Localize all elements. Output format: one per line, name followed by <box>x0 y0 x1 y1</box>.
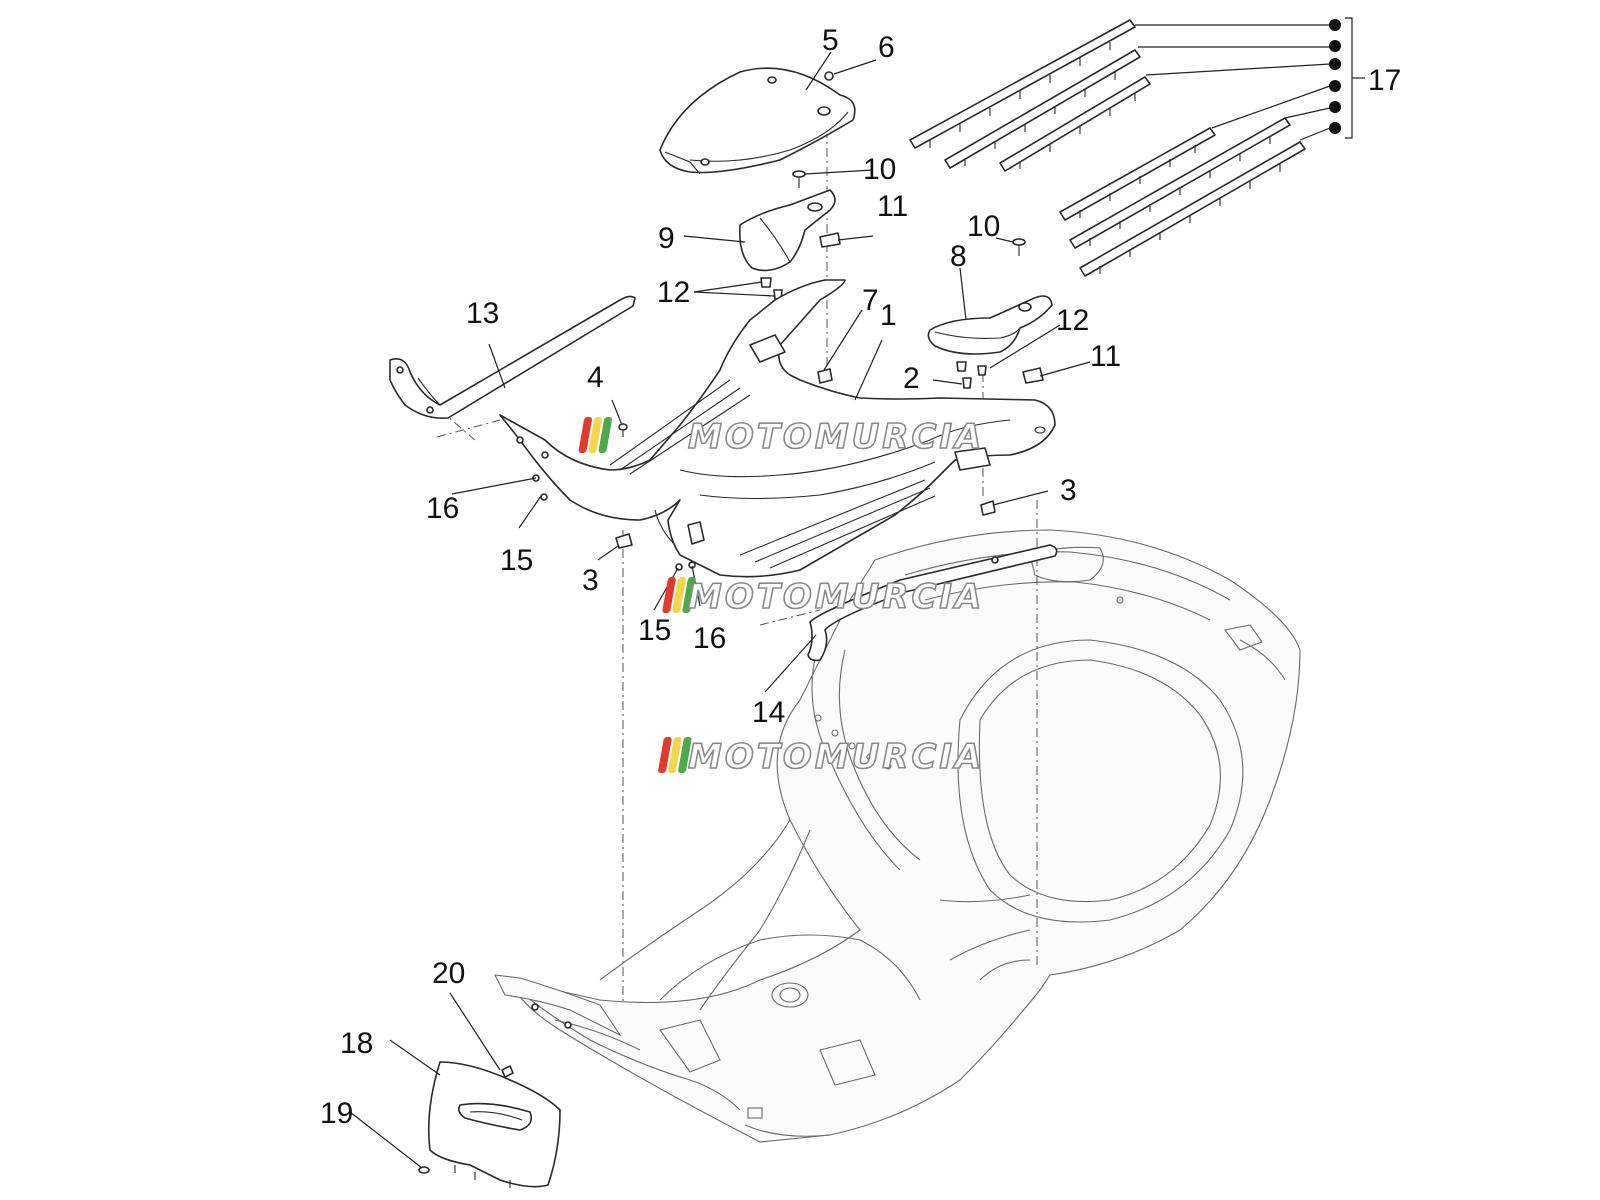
part-11-clip-upper <box>819 232 841 248</box>
part-10-screw-right <box>1012 238 1026 256</box>
part-4-screw <box>618 423 628 437</box>
callout-4: 4 <box>587 361 604 394</box>
front-shield-fasteners <box>531 1003 572 1029</box>
part-19-screw <box>418 1166 430 1174</box>
part-9-bracket <box>738 189 836 272</box>
part-8-footrest <box>927 295 1053 355</box>
watermark-text: MOTOMURCIA <box>688 417 984 457</box>
part-20-screw <box>501 1065 514 1078</box>
part-17-bullet-dots <box>1329 19 1341 134</box>
part-3-clip-left <box>615 533 633 549</box>
callout-7: 7 <box>862 284 879 317</box>
callout-18: 18 <box>340 1027 373 1060</box>
callout-12-right: 12 <box>1056 304 1089 337</box>
part-11-clip-right <box>1022 367 1044 384</box>
part-18-front-cover <box>427 1061 561 1188</box>
callout-8: 8 <box>950 240 967 273</box>
callout-2: 2 <box>903 362 920 395</box>
part-3-clip-right <box>980 500 996 516</box>
watermark-stripes <box>658 737 692 773</box>
watermark-stripes <box>578 417 612 453</box>
callout-10-upper: 10 <box>863 153 896 186</box>
callout-6: 6 <box>878 31 895 64</box>
strip-5 <box>1069 117 1291 249</box>
part-17-rubber-strips <box>909 19 1306 277</box>
callout-3-left: 3 <box>582 564 599 597</box>
part-12-screws-right <box>956 361 987 376</box>
part-13-side-rail <box>389 295 636 420</box>
watermark-2: MOTOMURCIA <box>662 576 984 618</box>
watermark-1: MOTOMURCIA <box>578 416 984 458</box>
part-1-footboard <box>499 279 1056 578</box>
strip-3 <box>999 76 1151 172</box>
watermark-text: MOTOMURCIA <box>688 577 984 617</box>
callout-labels: 1 2 3 3 4 5 6 7 8 9 10 10 11 11 12 12 13… <box>320 24 1401 1130</box>
callout-11-right: 11 <box>1090 340 1121 373</box>
part-2-screw <box>962 377 972 389</box>
strip-2 <box>944 49 1141 169</box>
strip-1 <box>909 19 1136 149</box>
callout-16-front: 16 <box>693 622 726 655</box>
callout-12-left: 12 <box>657 276 690 309</box>
callout-20: 20 <box>432 957 465 990</box>
callout-5: 5 <box>822 24 839 57</box>
strip-4 <box>1059 127 1216 221</box>
callout-15-left: 15 <box>500 544 533 577</box>
callout-1: 1 <box>880 299 897 332</box>
scooter-body-frame <box>494 529 1301 1143</box>
callout-17: 17 <box>1368 64 1401 97</box>
callout-3-right: 3 <box>1060 474 1077 507</box>
callout-13: 13 <box>466 297 499 330</box>
part-14-front-rail <box>807 544 1058 662</box>
watermark-text: MOTOMURCIA <box>688 737 984 777</box>
part-5-cover <box>659 67 856 175</box>
leader-lines <box>349 17 1365 1169</box>
callout-14: 14 <box>752 696 785 729</box>
callout-19: 19 <box>320 1097 353 1130</box>
watermark-3: MOTOMURCIA <box>658 736 984 778</box>
callout-15-front: 15 <box>638 614 671 647</box>
part-10-screw-upper <box>792 170 806 188</box>
callout-9: 9 <box>658 222 675 255</box>
strip-6 <box>1079 141 1306 277</box>
callout-11-upper: 11 <box>877 190 908 223</box>
callout-16-left: 16 <box>426 492 459 525</box>
part-7-clip <box>817 368 833 384</box>
callout-10-right: 10 <box>967 210 1000 243</box>
watermark-stripes <box>662 577 696 613</box>
part-6-screw <box>824 71 834 81</box>
